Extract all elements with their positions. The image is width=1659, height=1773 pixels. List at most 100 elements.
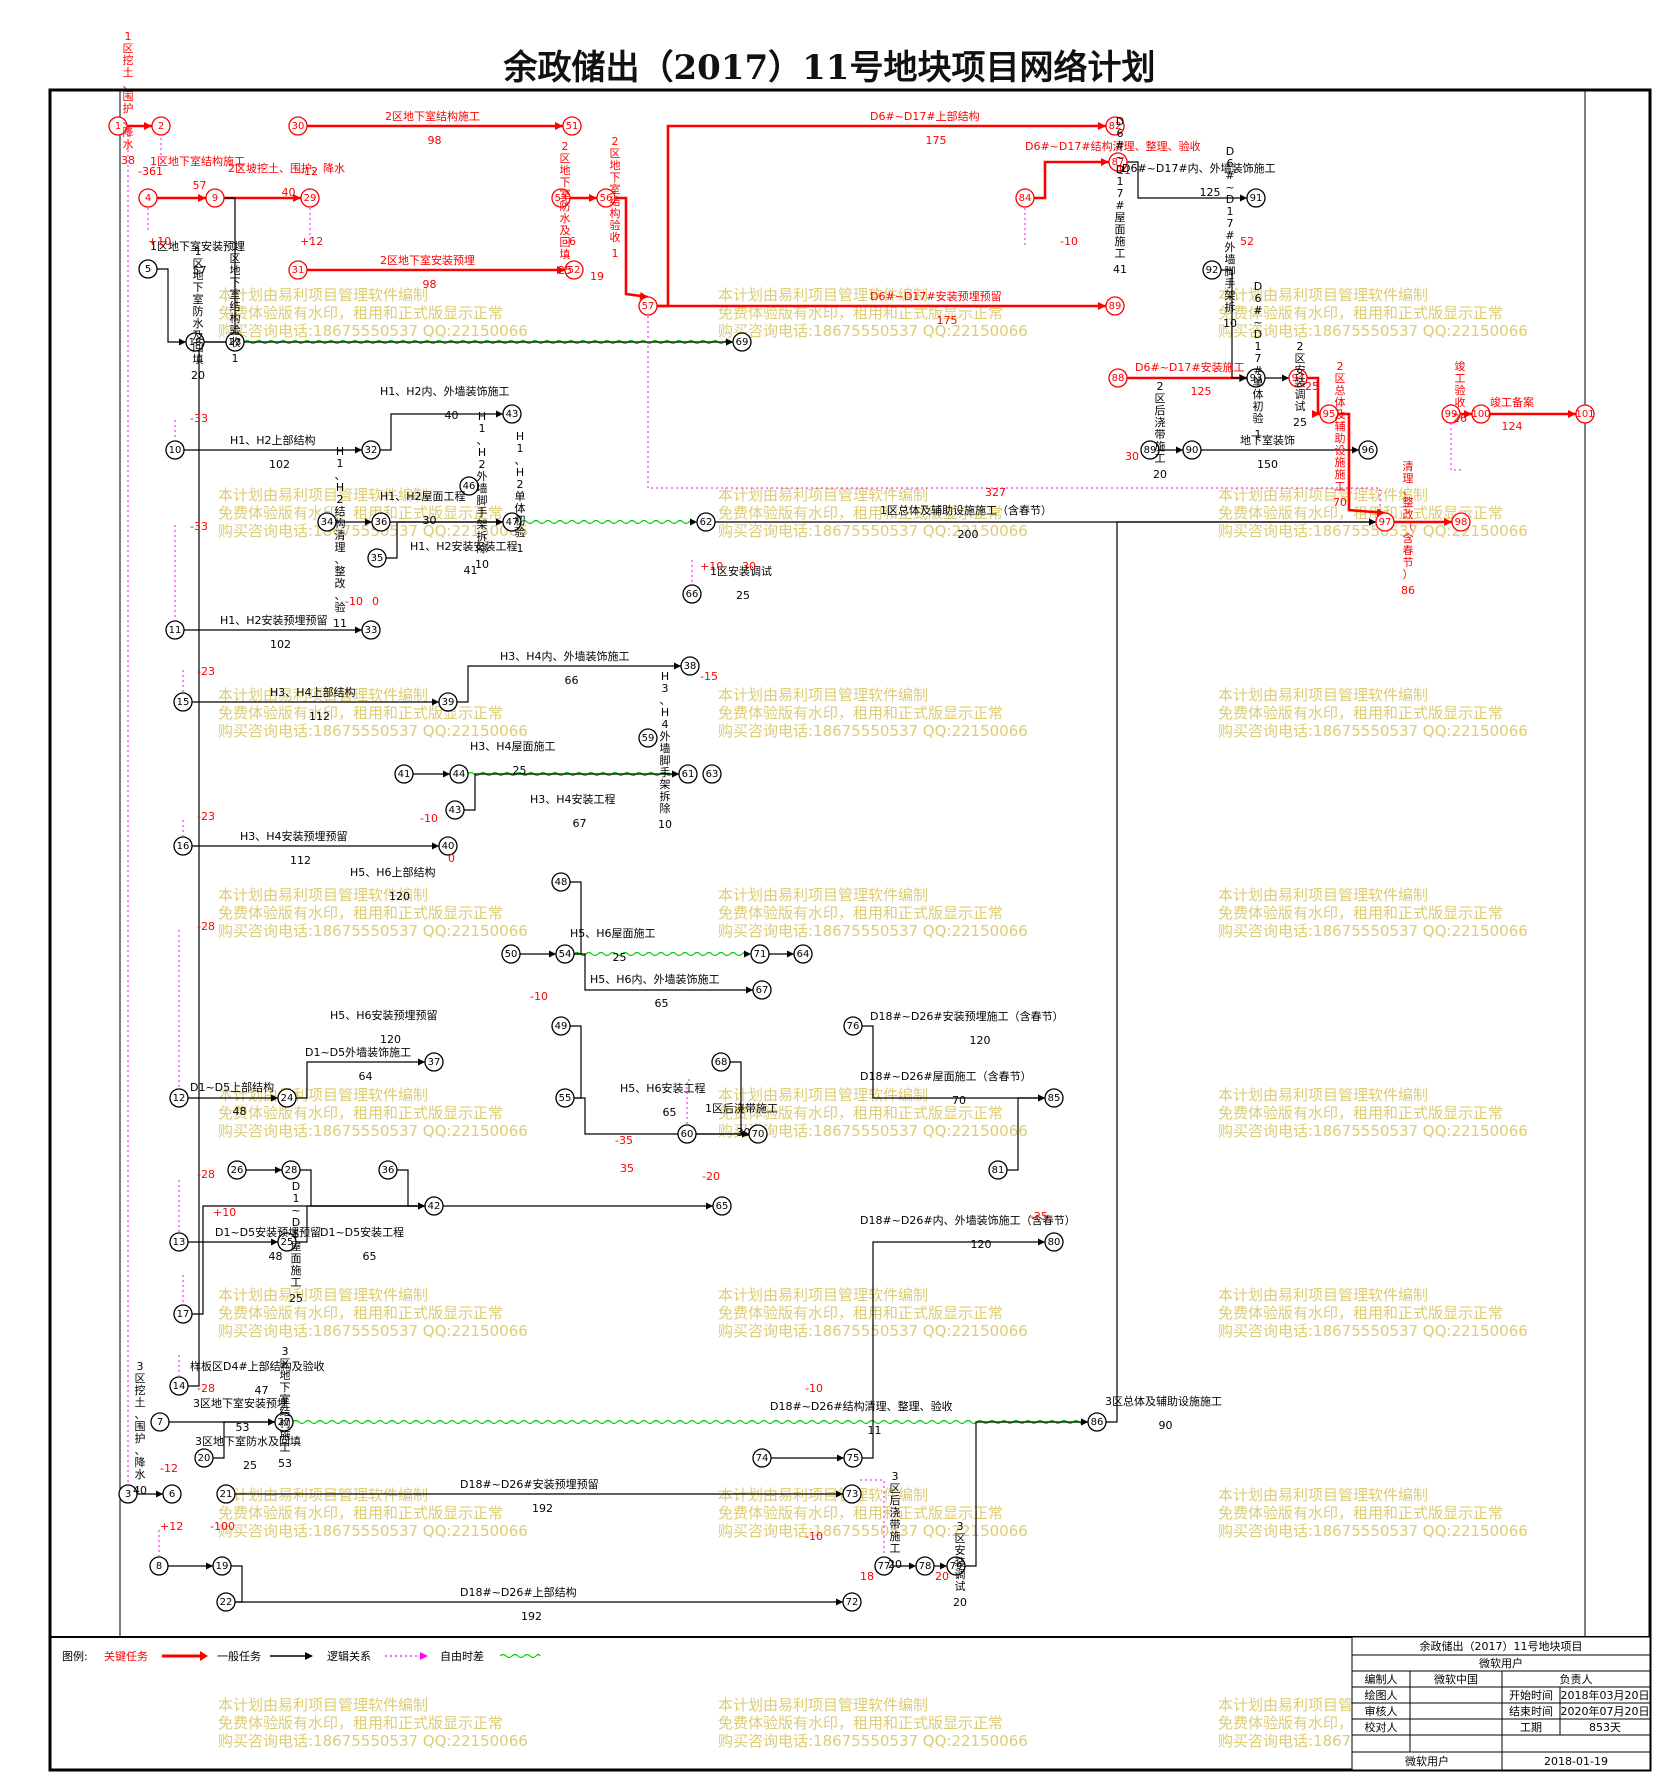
node-label: 12 (173, 1093, 186, 1104)
watermark: 本计划由易利项目管理软件编制免费体验版有水印，租用和正式版显示正常购买咨询电话:… (218, 286, 528, 340)
svg-text:本计划由易利项目管理软件编制: 本计划由易利项目管理软件编制 (718, 686, 928, 704)
svg-text:脚: 脚 (1225, 264, 1236, 278)
edge-12-24 (188, 1094, 278, 1102)
node-57: 57 (638, 296, 658, 316)
node-label: 20 (198, 1453, 211, 1464)
node-87: 87 (1108, 152, 1128, 172)
svg-text:免费体验版有水印，租用和正式版显示正常: 免费体验版有水印，租用和正式版显示正常 (1218, 1504, 1503, 1522)
svg-text:调: 调 (1295, 388, 1306, 401)
node-label: 54 (559, 949, 572, 960)
arrowhead-icon (909, 1562, 916, 1570)
node-label: 86 (1091, 1417, 1104, 1428)
node-label: 49 (555, 1021, 568, 1032)
svg-text:下: 下 (230, 276, 241, 289)
task-name: 样板区D4#上部结构及验收 (190, 1359, 325, 1373)
svg-text:验: 验 (1455, 383, 1466, 397)
task-duration: 120 (971, 1238, 992, 1251)
task-duration: 124 (1502, 420, 1523, 433)
svg-text:水: 水 (193, 317, 204, 330)
svg-text:除: 除 (660, 801, 671, 815)
node-label: 89 (1109, 301, 1122, 312)
svg-text:购买咨询电话:18675550537 QQ:22150066: 购买咨询电话:18675550537 QQ:22150066 (718, 1122, 1028, 1140)
svg-text:本计划由易利项目管理软件编制: 本计划由易利项目管理软件编制 (718, 286, 928, 304)
svg-text:春: 春 (1403, 544, 1414, 557)
task-label: 1区总体及辅助设施施工（含春节）200 (880, 503, 1052, 541)
watermark: 本计划由易利项目管理软件编制免费体验版有水印，租用和正式版显示正常购买咨询电话:… (1218, 886, 1528, 940)
svg-text:免费体验版有水印，租用和正式版显示正常: 免费体验版有水印，租用和正式版显示正常 (218, 1304, 503, 1322)
svg-text:试: 试 (955, 1580, 966, 1593)
svg-text:结: 结 (280, 1405, 291, 1418)
task-name: H1、H2安装安装工程 (410, 539, 518, 553)
watermark: 本计划由易利项目管理软件编制免费体验版有水印，租用和正式版显示正常购买咨询电话:… (718, 286, 1028, 340)
task-name: 1区后浇带施工 (705, 1102, 778, 1115)
node-label: 75 (847, 1453, 860, 1464)
node-27: 27 (274, 1412, 294, 1432)
svg-text:本计划由易利项目管理软件编制: 本计划由易利项目管理软件编制 (218, 1486, 428, 1504)
svg-text:本计划由易利项目管理软件编制: 本计划由易利项目管理软件编制 (218, 1696, 428, 1714)
svg-text:屋: 屋 (1115, 211, 1126, 224)
node-68: 68 (711, 1052, 731, 1072)
task-duration: 40 (445, 409, 459, 422)
node-55: 55 (555, 1088, 575, 1108)
edge-14-69 (188, 338, 733, 1387)
svg-text:3: 3 (957, 1520, 964, 1533)
node-84: 84 (1015, 188, 1035, 208)
svg-text:免费体验版有水印，租用和正式版显示正常: 免费体验版有水印，租用和正式版显示正常 (218, 904, 503, 922)
svg-text:H: H (478, 410, 486, 423)
node-65: 65 (712, 1196, 732, 1216)
node-label: 56 (600, 193, 613, 204)
arrowhead-icon (1464, 410, 1472, 418)
float-value: -25 (1030, 1210, 1048, 1223)
task-duration: 25 (243, 1459, 257, 1472)
task-duration: 20 (191, 369, 205, 382)
arrowhead-icon (271, 1238, 278, 1246)
node-18: 18 (185, 332, 205, 352)
task-name: 地下室装饰 (1240, 433, 1295, 447)
task-duration: 65 (363, 1250, 377, 1263)
task-duration: 47 (255, 1384, 269, 1397)
edges-layer (127, 116, 1576, 1606)
arrowhead-icon (496, 518, 503, 526)
svg-text:结: 结 (230, 300, 241, 313)
svg-text:理: 理 (335, 541, 346, 554)
edge-56-57 (615, 196, 649, 300)
node-12: 12 (169, 1088, 189, 1108)
svg-text:下: 下 (280, 1381, 291, 1394)
task-name: 2区地下室结构施工 (385, 109, 480, 123)
svg-text:D: D (1254, 280, 1262, 293)
svg-text:节: 节 (1403, 556, 1414, 569)
legend-title: 图例: (62, 1649, 88, 1663)
arrowhead-icon (1098, 302, 1106, 310)
svg-text:墙: 墙 (1225, 252, 1236, 266)
arrowhead-icon (1568, 410, 1576, 418)
svg-text:面: 面 (291, 1252, 302, 1265)
title-block-end: 2020年07月20日 (1561, 1704, 1650, 1718)
edge-94-95 (1307, 376, 1320, 418)
task-duration: 112 (290, 854, 311, 867)
svg-text:整: 整 (1403, 495, 1414, 509)
edge-16-40 (192, 842, 439, 850)
svg-text:墙: 墙 (477, 481, 488, 495)
edge-78-79 (934, 1562, 947, 1570)
task-duration: 67 (573, 817, 587, 830)
arrowhead-icon (1240, 194, 1247, 202)
svg-text:验: 验 (610, 218, 621, 232)
title-block-drawer-label: 绘图人 (1365, 1688, 1398, 1702)
node-23: 23 (225, 332, 245, 352)
edge-89b-90 (1159, 446, 1183, 454)
node-label: 31 (292, 265, 305, 276)
svg-text:购买咨询电话:18675550537 QQ:22150066: 购买咨询电话:18675550537 QQ:22150066 (218, 722, 528, 740)
node-label: 95 (1323, 409, 1336, 420)
svg-text:2: 2 (562, 140, 569, 153)
svg-text:结: 结 (610, 195, 621, 208)
arrowhead-icon (1081, 1418, 1088, 1426)
svg-text:工: 工 (1155, 452, 1166, 465)
node-label: 36 (382, 1165, 395, 1176)
edge-41-44 (413, 770, 450, 778)
svg-text:1: 1 (232, 240, 239, 253)
